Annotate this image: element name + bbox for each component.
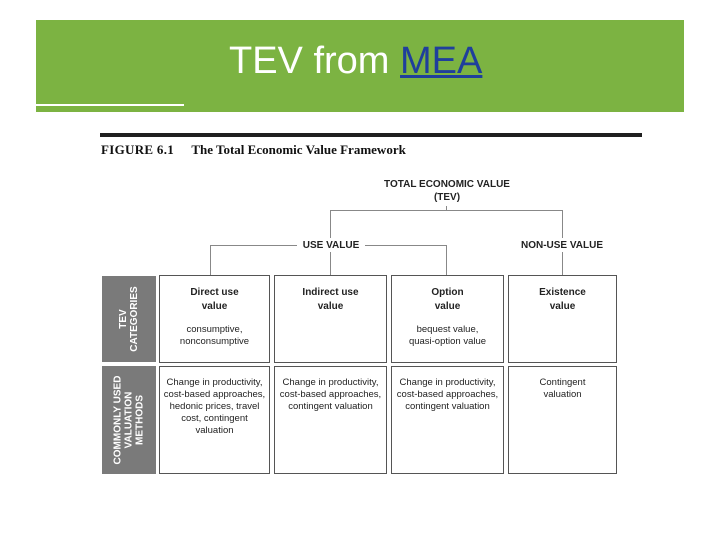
figure-number: FIGURE 6.1 <box>101 142 175 157</box>
method-line-1: Change in productivity, <box>282 377 379 388</box>
method-line-3: hedonic prices, travel <box>169 401 260 412</box>
title-bar <box>36 20 684 112</box>
category-name-line-1: Existence <box>539 287 586 298</box>
method-line-1: Contingent <box>539 377 586 388</box>
method-cell-existence: Contingent valuation <box>508 366 617 474</box>
category-name-line-1: Indirect use <box>302 287 359 298</box>
tev-root-node: TOTAL ECONOMIC VALUE (TEV) <box>384 178 510 204</box>
tev-root-line-1: TOTAL ECONOMIC VALUE <box>384 179 510 190</box>
figure-caption-text: The Total Economic Value Framework <box>191 142 406 157</box>
figure-top-rule <box>100 133 642 137</box>
method-line-2: cost-based approaches, <box>396 389 499 400</box>
row-header-tev-categories: TEV CATEGORIES <box>102 276 156 362</box>
category-example-line-1: consumptive, <box>186 324 243 335</box>
use-value-node: USE VALUE <box>297 239 365 252</box>
category-cell-option: Option value bequest value, quasi-option… <box>391 275 504 363</box>
connector-indirect-drop <box>330 250 331 275</box>
connector-root-stem <box>446 206 447 211</box>
category-cell-direct-use: Direct use value consumptive, nonconsump… <box>159 275 270 363</box>
slide-title-text: TEV from <box>229 40 401 82</box>
category-name-line-1: Direct use <box>190 287 239 298</box>
method-cell-indirect-use: Change in productivity, cost-based appro… <box>274 366 387 474</box>
method-line-3: contingent valuation <box>288 401 373 412</box>
row-header-valuation-methods: COMMONLY USED VALUATION METHODS <box>102 366 156 474</box>
connector-nonuse-stem <box>562 210 563 238</box>
slide-title: TEV from MEA <box>229 42 482 80</box>
method-line-2: cost-based approaches, <box>163 389 266 400</box>
row-header-tev-categories-line-2: CATEGORIES <box>129 286 140 352</box>
connector-option-drop <box>446 245 447 275</box>
category-cell-indirect-use: Indirect use value <box>274 275 387 363</box>
row-header-methods-line-2: VALUATION <box>123 391 135 449</box>
category-example-line-2: quasi-option value <box>408 336 487 347</box>
method-line-2: cost-based approaches, <box>279 389 382 400</box>
non-use-value-node: NON-USE VALUE <box>518 239 606 252</box>
category-name-line-2: value <box>317 301 344 312</box>
category-name-line-2: value <box>201 301 228 312</box>
row-header-tev-categories-line-1: TEV <box>118 309 129 329</box>
method-cell-option: Change in productivity, cost-based appro… <box>391 366 504 474</box>
connector-top-horizontal <box>330 210 563 211</box>
row-header-methods-line-1: COMMONLY USED <box>112 375 124 465</box>
row-header-methods-line-3: METHODS <box>134 395 146 445</box>
method-line-5: valuation <box>195 425 234 436</box>
method-line-3: contingent valuation <box>405 401 490 412</box>
method-cell-direct-use: Change in productivity, cost-based appro… <box>159 366 270 474</box>
figure-caption: FIGURE 6.1 The Total Economic Value Fram… <box>101 142 406 158</box>
method-line-4: cost, contingent <box>181 413 248 424</box>
category-name-line-2: value <box>434 301 461 312</box>
category-name-line-2: value <box>549 301 576 312</box>
method-line-1: Change in productivity, <box>166 377 263 388</box>
category-name-line-1: Option <box>431 287 464 298</box>
connector-existence-drop <box>562 252 563 275</box>
slide-title-link[interactable]: MEA <box>400 40 483 82</box>
tev-root-line-2: (TEV) <box>433 192 461 203</box>
category-example-line-2: nonconsumptive <box>179 336 250 347</box>
category-example-line-1: bequest value, <box>416 324 479 335</box>
connector-direct-drop <box>210 245 211 275</box>
category-cell-existence: Existence value <box>508 275 617 363</box>
title-bar-accent-line <box>36 104 184 106</box>
connector-use-stem <box>330 210 331 238</box>
method-line-2: valuation <box>543 389 582 400</box>
method-line-1: Change in productivity, <box>399 377 496 388</box>
